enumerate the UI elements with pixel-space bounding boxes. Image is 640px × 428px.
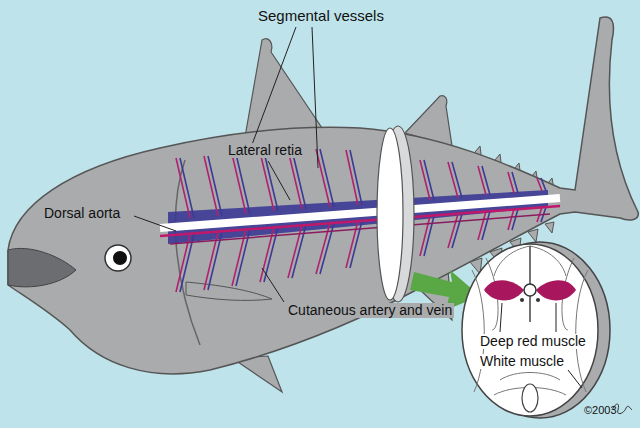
pectoral-fin bbox=[186, 282, 272, 300]
part-label: Dorsal aorta bbox=[42, 206, 122, 221]
leader-line bbox=[250, 27, 296, 150]
body-slice-face bbox=[377, 128, 403, 300]
leader-line bbox=[134, 216, 176, 231]
part-label: ©2003 bbox=[584, 404, 617, 416]
leader-line bbox=[312, 27, 318, 168]
cross-section bbox=[462, 244, 598, 416]
hemal-spine bbox=[529, 296, 531, 322]
leader-line bbox=[268, 161, 290, 200]
leader-line bbox=[556, 303, 557, 332]
part-label: White muscle bbox=[478, 354, 566, 369]
pupil bbox=[113, 251, 127, 265]
spine bbox=[160, 198, 560, 228]
dorsal-fin bbox=[245, 39, 322, 137]
myomere-lines bbox=[472, 246, 588, 395]
leader-line bbox=[262, 268, 284, 302]
body-cavity bbox=[522, 384, 538, 412]
part-label: Deep red muscle bbox=[478, 334, 588, 349]
red-muscle-right bbox=[536, 280, 576, 300]
part-label: Lateral retia bbox=[226, 143, 304, 158]
part-label: Cutaneous artery and vein bbox=[286, 303, 454, 318]
red-muscle-left bbox=[484, 280, 524, 300]
cutaneous-vessel bbox=[170, 214, 550, 244]
vessel-dot bbox=[520, 298, 524, 302]
neural-spine bbox=[529, 246, 531, 284]
leader-line bbox=[500, 303, 502, 332]
dorsal-aorta-vessel bbox=[160, 206, 560, 236]
eye bbox=[105, 245, 131, 271]
vessel-dot bbox=[536, 298, 540, 302]
part-label: Segmental vessels bbox=[258, 8, 384, 25]
leader-line bbox=[568, 370, 582, 388]
vertebra bbox=[524, 284, 536, 296]
mouth bbox=[8, 248, 76, 286]
